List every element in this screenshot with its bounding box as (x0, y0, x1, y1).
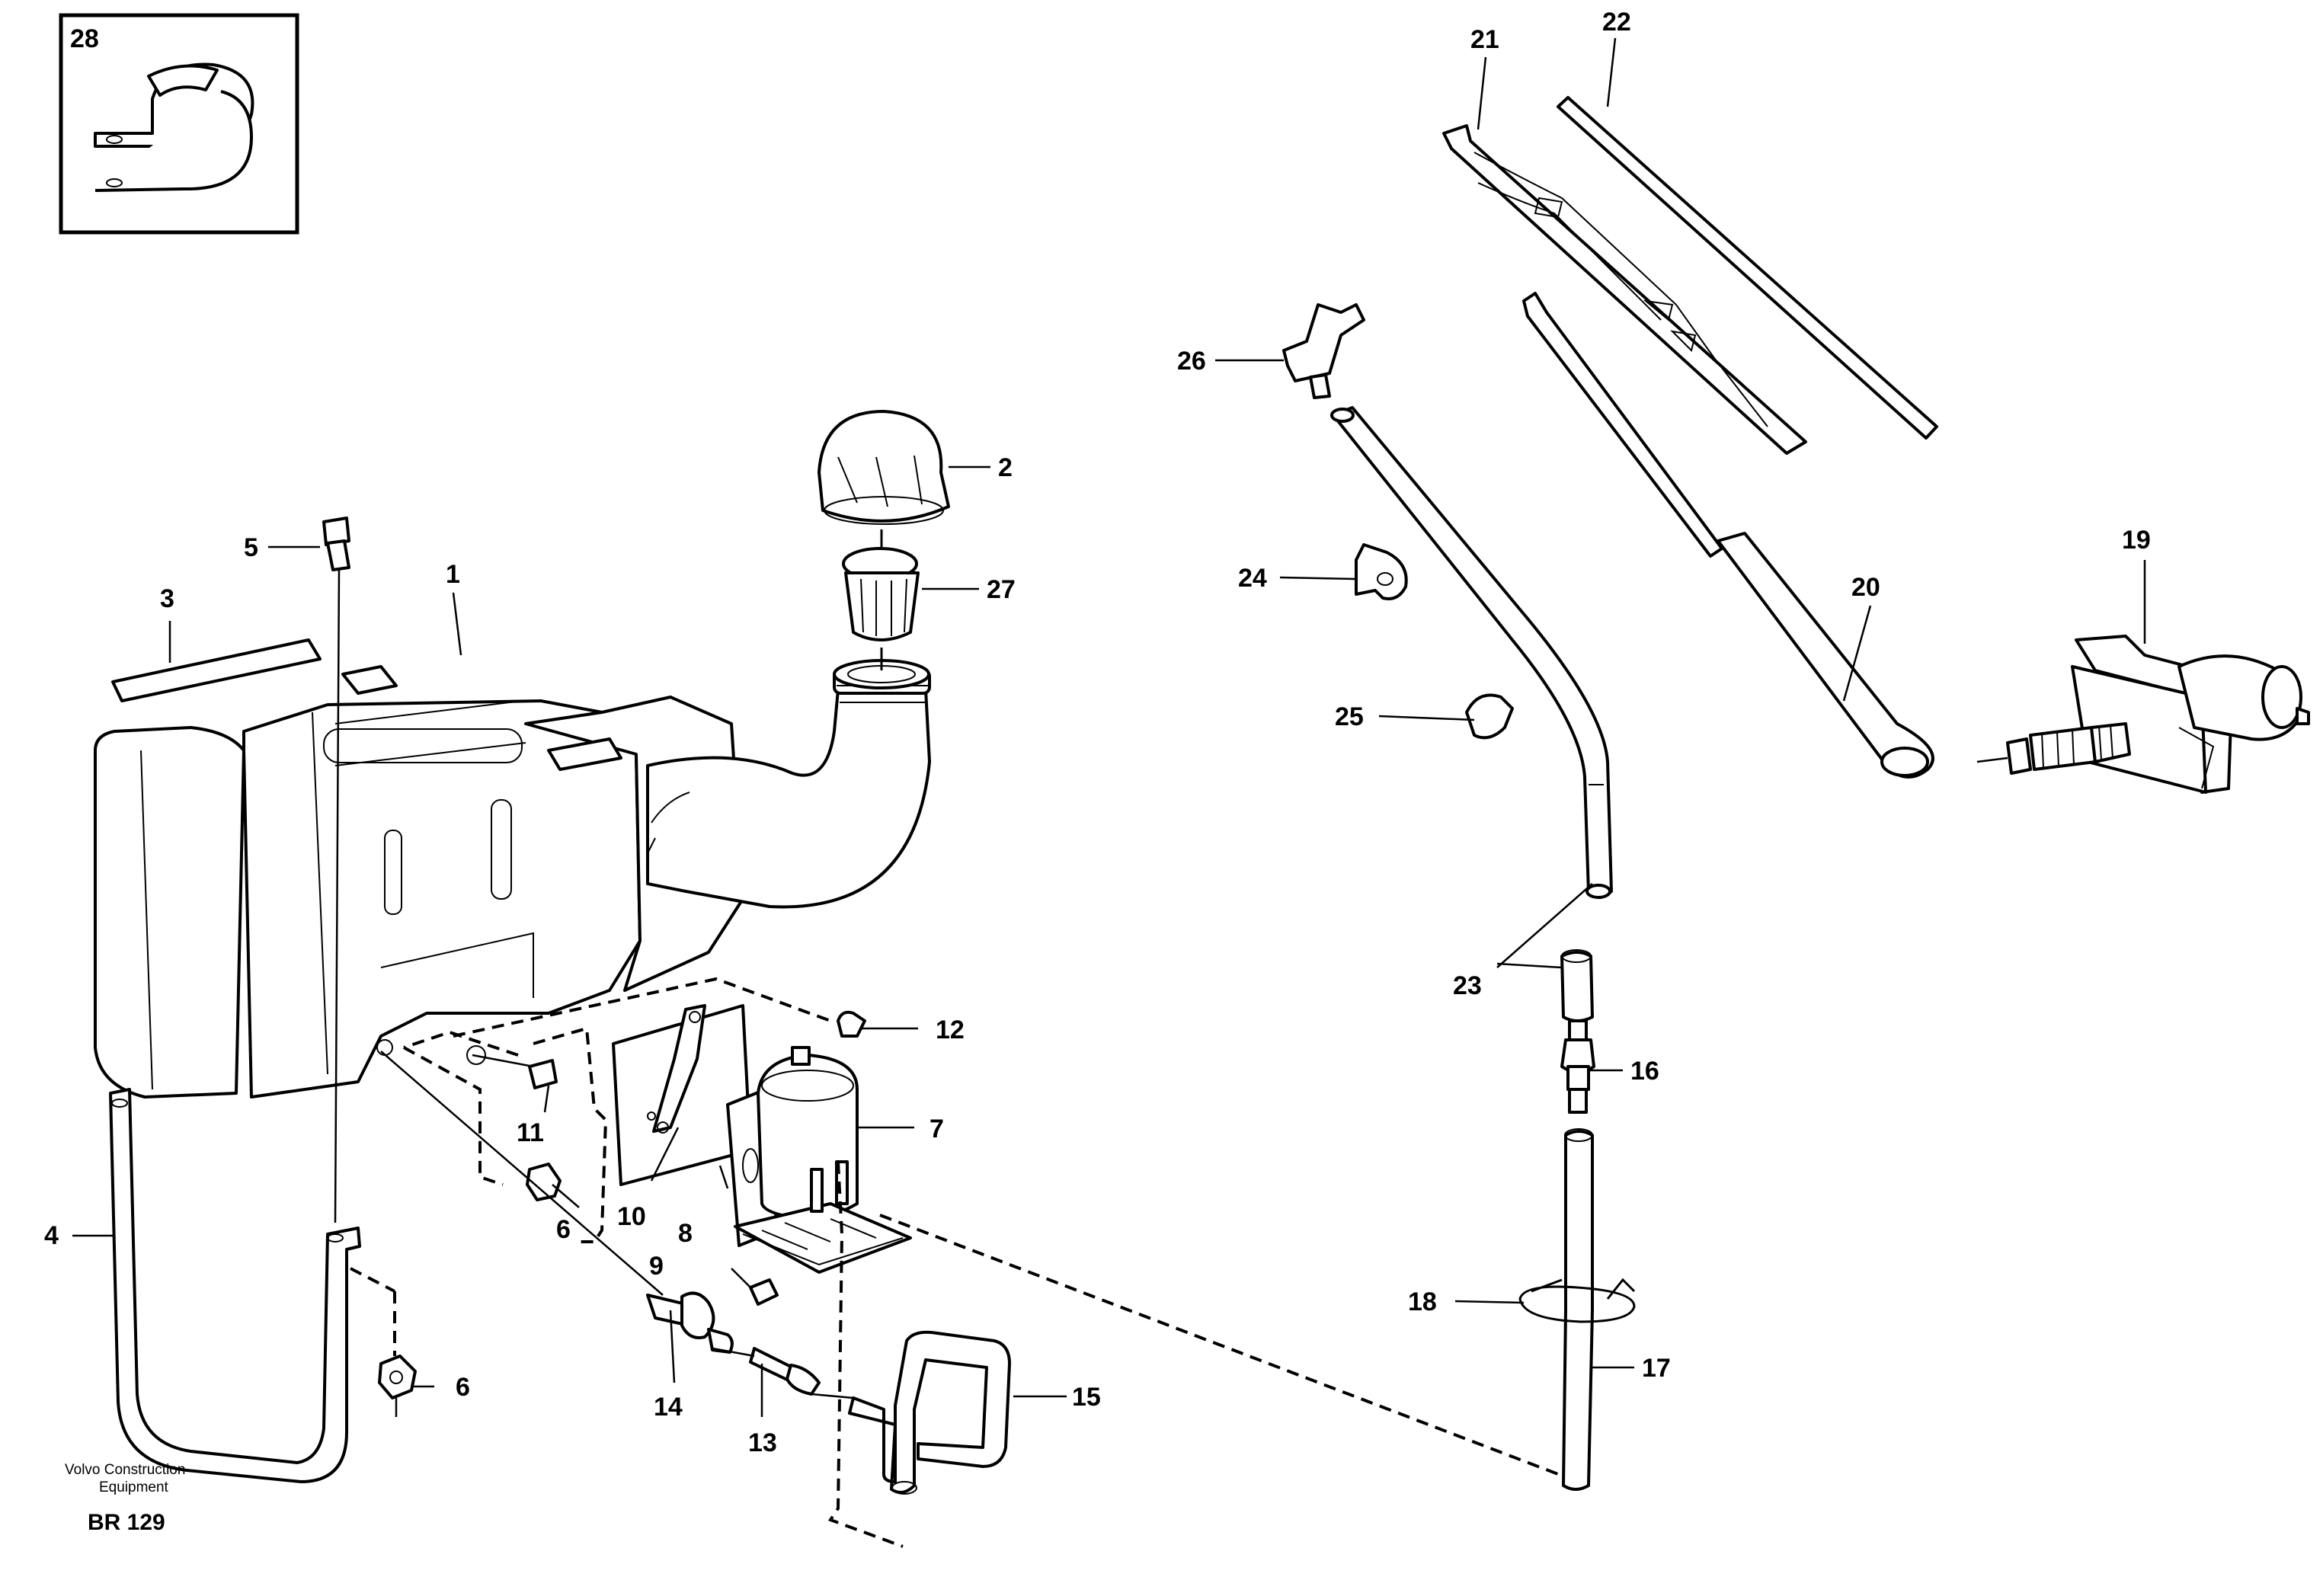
foam-pad (111, 638, 322, 702)
callout-26: 26 (1177, 347, 1206, 376)
nut-lower (378, 1355, 417, 1417)
cable-tie (1518, 1278, 1636, 1323)
callout-15: 15 (1072, 1383, 1101, 1412)
callout-8: 8 (678, 1219, 693, 1248)
inset-label: 28 (70, 24, 99, 53)
callout-11: 11 (517, 1118, 544, 1147)
hose-clamp (1465, 693, 1514, 740)
bolt (322, 517, 350, 1223)
leader-lines (72, 37, 2146, 1417)
wiper-arm (1522, 292, 1934, 779)
mounting-strap (109, 1088, 361, 1483)
callout-17: 17 (1642, 1354, 1671, 1383)
plug (837, 1010, 866, 1038)
callout-labels: 1 2 3 4 5 6 6 7 8 9 10 11 12 13 14 15 16… (44, 8, 2151, 1457)
wiper-blade (1442, 124, 1807, 455)
callout-2: 2 (998, 453, 1013, 482)
hose-routing-dashes (403, 977, 1559, 1548)
brand-line-1: Volvo Construction (65, 1462, 185, 1478)
callout-9: 9 (649, 1252, 664, 1281)
callout-20: 20 (1851, 573, 1880, 602)
callout-24: 24 (1238, 564, 1267, 593)
callout-25: 25 (1335, 702, 1364, 731)
washer-pump (726, 1046, 912, 1274)
callout-3: 3 (160, 584, 174, 613)
callout-13: 13 (748, 1428, 777, 1457)
outlet-fitting (646, 1291, 734, 1354)
u-hose (848, 1330, 1011, 1494)
callout-21: 21 (1470, 25, 1499, 54)
washer-nozzle (1282, 303, 1365, 399)
callout-27: 27 (987, 575, 1016, 604)
callout-1: 1 (446, 560, 460, 589)
callout-6b: 6 (456, 1373, 470, 1402)
grommet (528, 1059, 558, 1089)
callout-18: 18 (1408, 1287, 1437, 1316)
callout-10: 10 (617, 1202, 646, 1231)
drawing-code: BR 129 (88, 1510, 165, 1535)
washer-hose-lower (1562, 1130, 1594, 1491)
callout-4: 4 (44, 1221, 59, 1250)
pump-bracket (612, 1004, 752, 1186)
callout-5: 5 (244, 533, 258, 562)
washer-hose-upper (1332, 406, 1613, 899)
check-valve (1560, 1019, 1595, 1114)
strainer (842, 529, 920, 670)
filler-cap (818, 410, 950, 525)
callout-12: 12 (936, 1015, 965, 1044)
callout-16: 16 (1630, 1057, 1659, 1086)
wiper-motor (1976, 635, 2310, 794)
inset-box-clamp: 28 (59, 13, 299, 235)
hose-clip (1355, 543, 1408, 600)
screw (749, 1278, 779, 1306)
callout-7: 7 (930, 1115, 944, 1143)
brand-line-2: Equipment (99, 1479, 169, 1495)
callout-19: 19 (2122, 526, 2151, 555)
hose-nipple (749, 1347, 821, 1396)
callout-14: 14 (654, 1393, 683, 1422)
callout-23: 23 (1453, 971, 1482, 1000)
washer-reservoir (94, 659, 931, 1099)
wiper-blade-rubber (1557, 96, 1938, 440)
nut-upper (526, 1163, 562, 1201)
callout-6a: 6 (556, 1215, 571, 1244)
callout-22: 22 (1602, 8, 1631, 37)
